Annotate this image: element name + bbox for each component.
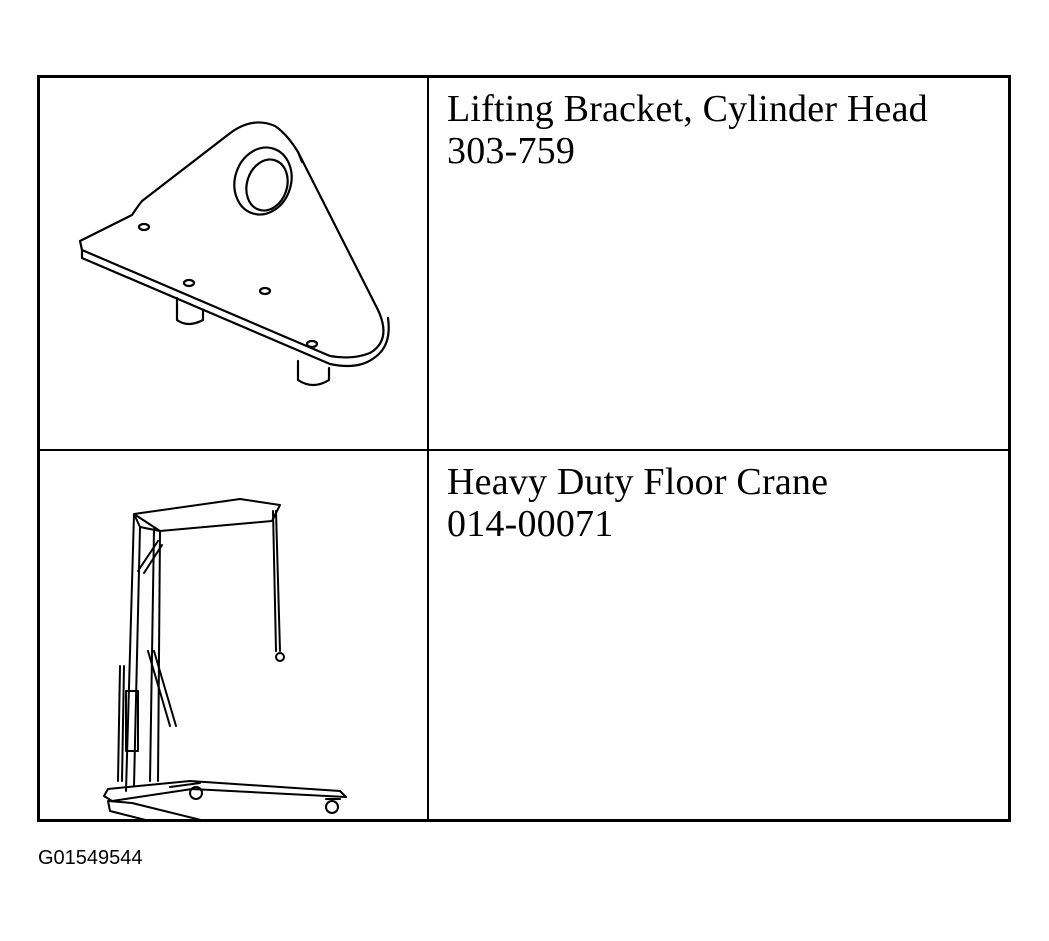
tool-name: Heavy Duty Floor Crane (447, 461, 829, 503)
floor-crane-icon (103, 498, 347, 819)
tool-image-cell (40, 451, 429, 819)
tool-row-floor-crane: Heavy Duty Floor Crane 014-00071 (40, 451, 1008, 819)
tool-image-cell (40, 78, 429, 449)
tool-number: 014-00071 (447, 503, 614, 545)
figure-id: G01549544 (38, 847, 143, 869)
tool-row-lifting-bracket: Lifting Bracket, Cylinder Head 303-759 (40, 78, 1008, 451)
tool-number: 303-759 (447, 130, 576, 172)
tool-table: Lifting Bracket, Cylinder Head 303-759 (37, 75, 1011, 822)
tool-name: Lifting Bracket, Cylinder Head (447, 88, 928, 130)
tool-text-cell: Lifting Bracket, Cylinder Head 303-759 (429, 78, 1008, 449)
lifting-bracket-icon (78, 121, 390, 387)
tool-text-cell: Heavy Duty Floor Crane 014-00071 (429, 451, 1008, 819)
